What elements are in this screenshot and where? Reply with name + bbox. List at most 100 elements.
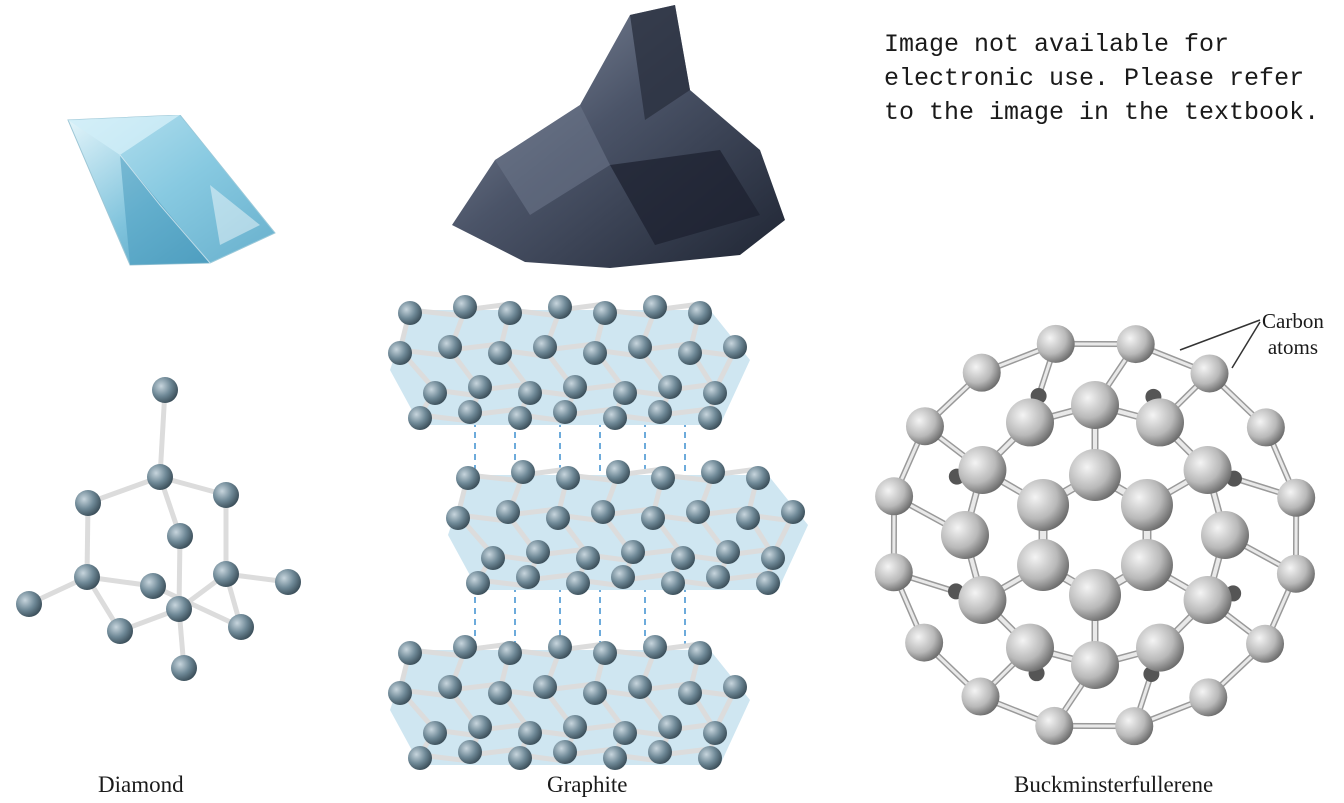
fullerene-atom [1184, 576, 1232, 624]
diamond-lattice-diagram [0, 360, 330, 700]
fullerene-atom [1121, 539, 1173, 591]
fullerene-atom [906, 407, 944, 445]
fullerene-atom [1069, 569, 1121, 621]
graphite-atom [453, 295, 477, 319]
graphite-atom [518, 381, 542, 405]
graphite-atom [678, 341, 702, 365]
graphite-atom [453, 635, 477, 659]
image-unavailable-notice: Image not available for electronic use. … [884, 28, 1334, 130]
fullerene-atom [1121, 479, 1173, 531]
fullerene-atom [1277, 555, 1315, 593]
graphite-atom [658, 715, 682, 739]
graphite-atom [553, 400, 577, 424]
fullerene-atom [961, 678, 999, 716]
graphite-atom [456, 466, 480, 490]
graphite-atom [498, 641, 522, 665]
graphite-atom [591, 500, 615, 524]
graphite-atom [603, 746, 627, 770]
graphite-atom [703, 381, 727, 405]
graphite-atom [458, 400, 482, 424]
graphite-atom [553, 740, 577, 764]
graphite-atom [388, 341, 412, 365]
graphite-atom [688, 301, 712, 325]
graphite-atom [438, 335, 462, 359]
graphite-atom [746, 466, 770, 490]
graphite-atom [643, 635, 667, 659]
fullerene-atom [1035, 707, 1073, 745]
graphite-atom [593, 301, 617, 325]
carbon-label-line1: Carbon [1262, 308, 1324, 334]
graphite-atom [756, 571, 780, 595]
graphite-atom [508, 746, 532, 770]
fullerene-atom [1071, 381, 1119, 429]
graphite-rock-image [440, 0, 810, 275]
graphite-atom [556, 466, 580, 490]
graphite-atom [533, 335, 557, 359]
graphite-atom [723, 675, 747, 699]
graphite-atom [563, 715, 587, 739]
graphite-atom [466, 571, 490, 595]
graphite-atom [723, 335, 747, 359]
graphite-atom [446, 506, 470, 530]
graphite-atom [613, 721, 637, 745]
graphite-atom [648, 400, 672, 424]
fullerene-caption: Buckminsterfullerene [1014, 772, 1213, 798]
graphite-layers-diagram [380, 280, 820, 780]
diamond-gem-image [60, 115, 290, 275]
graphite-atom [658, 375, 682, 399]
graphite-atom [546, 506, 570, 530]
graphite-atom [576, 546, 600, 570]
fullerene-atom [1006, 398, 1054, 446]
graphite-atom [603, 406, 627, 430]
graphite-atom [628, 675, 652, 699]
fullerene-atom [1017, 539, 1069, 591]
graphite-atom [678, 681, 702, 705]
fullerene-atom [875, 553, 913, 591]
graphite-atom [438, 675, 462, 699]
fullerene-atom [1071, 641, 1119, 689]
graphite-atom [706, 565, 730, 589]
graphite-atom [698, 406, 722, 430]
fullerene-atom [958, 576, 1006, 624]
graphite-atom [468, 375, 492, 399]
graphite-atom [701, 460, 725, 484]
fullerene-atom [1006, 624, 1054, 672]
fullerene-atom [1201, 511, 1249, 559]
graphite-atom [398, 641, 422, 665]
fullerene-atom [941, 511, 989, 559]
graphite-atom [698, 746, 722, 770]
graphite-atom [613, 381, 637, 405]
graphite-atom [533, 675, 557, 699]
graphite-atom [408, 746, 432, 770]
graphite-atom [468, 715, 492, 739]
fullerene-atom [1277, 479, 1315, 517]
fullerene-atom [1246, 625, 1284, 663]
graphite-atom [458, 740, 482, 764]
graphite-atom [481, 546, 505, 570]
graphite-atom [781, 500, 805, 524]
graphite-caption: Graphite [547, 772, 627, 798]
graphite-atom [563, 375, 587, 399]
fullerene-atom [1184, 446, 1232, 494]
carbon-leader-lines [1170, 310, 1270, 380]
fullerene-atom [1136, 624, 1184, 672]
graphite-atom [516, 565, 540, 589]
graphite-atom [606, 460, 630, 484]
graphite-atom [518, 721, 542, 745]
fullerene-atom [1189, 678, 1227, 716]
fullerene-atom [1115, 707, 1153, 745]
graphite-atom [716, 540, 740, 564]
graphite-atom [526, 540, 550, 564]
graphite-atom [648, 740, 672, 764]
graphite-atom [661, 571, 685, 595]
graphite-atom [423, 381, 447, 405]
graphite-atom [398, 301, 422, 325]
fullerene-atom [1136, 398, 1184, 446]
graphite-atom [388, 681, 412, 705]
graphite-atom [703, 721, 727, 745]
diamond-caption: Diamond [98, 772, 184, 798]
graphite-atom [583, 341, 607, 365]
graphite-atom [593, 641, 617, 665]
graphite-atom [643, 295, 667, 319]
graphite-atom [628, 335, 652, 359]
